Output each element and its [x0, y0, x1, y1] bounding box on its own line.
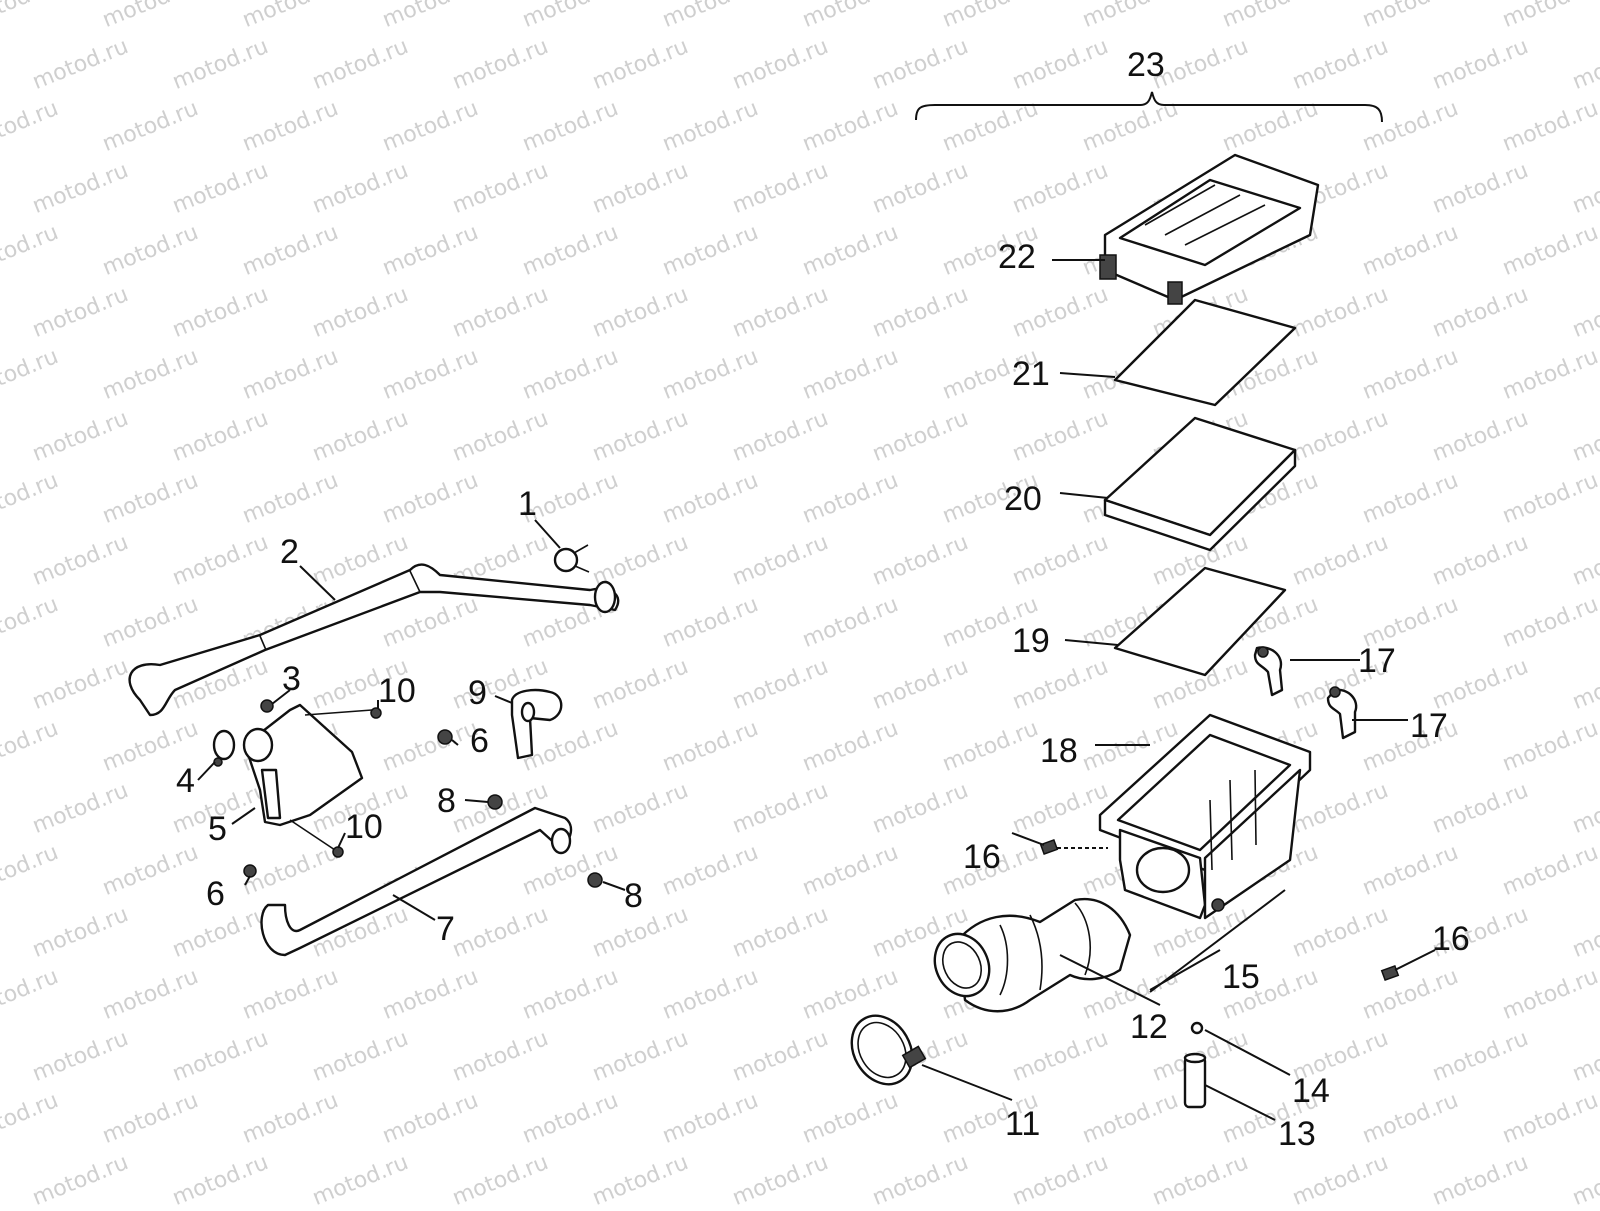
- callout-23: 23: [1127, 46, 1165, 84]
- callout-2: 2: [280, 533, 299, 571]
- part-13-drain-tube: [1183, 1052, 1207, 1109]
- part-11-hose-clamp: [850, 1014, 927, 1086]
- callout-10a: 10: [378, 672, 416, 710]
- part-20-filter-element: [1103, 416, 1297, 552]
- leader-lines-right: [921, 259, 1436, 1121]
- callout-12: 12: [1130, 1008, 1168, 1046]
- callout-6a: 6: [470, 722, 489, 760]
- callout-14: 14: [1292, 1072, 1330, 1110]
- callout-5: 5: [208, 810, 227, 848]
- callout-labels: 1 2 3 4 5 6 6 6 7 8 8 9 10 10 11 12 13 1…: [176, 46, 1470, 1153]
- callout-17a: 17: [1358, 642, 1396, 680]
- callout-4: 4: [176, 762, 195, 800]
- part-3-nut: [260, 699, 274, 713]
- part-5-bracket: [242, 703, 364, 827]
- callout-8b: 8: [624, 877, 643, 915]
- callout-9: 9: [468, 674, 487, 712]
- part-18-air-box: [1098, 713, 1312, 920]
- part-7-hose: [260, 806, 573, 957]
- part-9-hose: [510, 688, 563, 760]
- part-8-clamp-upper: [487, 794, 503, 810]
- callout-1: 1: [518, 485, 537, 523]
- part-4-clamp: [212, 729, 236, 767]
- callout-11: 11: [1005, 1105, 1040, 1143]
- part-2-hose: [128, 563, 620, 717]
- part-14-drain-cap: [1190, 1021, 1204, 1035]
- callout-15: 15: [1222, 958, 1260, 996]
- part-12-intake-duct: [933, 897, 1132, 1013]
- assembly-23-brace: [915, 91, 1383, 123]
- part-21-filter-sheet: [1113, 298, 1297, 407]
- callout-16b: 16: [1432, 920, 1470, 958]
- part-22-cover: [1099, 153, 1320, 305]
- callout-22: 22: [998, 238, 1036, 276]
- callout-18: 18: [1040, 732, 1078, 770]
- callout-6b: 6: [206, 875, 225, 913]
- part-6-clamp-lower: [243, 864, 257, 878]
- callout-16a: 16: [963, 838, 1001, 876]
- callout-13: 13: [1278, 1115, 1316, 1153]
- callout-17b: 17: [1410, 707, 1448, 745]
- part-6-clamp-upper: [437, 729, 453, 745]
- callout-3: 3: [282, 660, 301, 698]
- callout-10b: 10: [345, 808, 383, 846]
- leader-lines-left: [197, 519, 626, 921]
- part-1-clamp: [553, 544, 590, 573]
- part-17-clips: [1253, 646, 1358, 740]
- part-8-clamp-lower: [587, 872, 603, 888]
- callout-7: 7: [436, 910, 455, 948]
- callout-19: 19: [1012, 622, 1050, 660]
- callout-21: 21: [1012, 355, 1050, 393]
- part-19-filter-sheet: [1113, 566, 1287, 677]
- callout-20: 20: [1004, 480, 1042, 518]
- part-10-bolts: [289, 707, 382, 858]
- callout-8a: 8: [437, 782, 456, 820]
- part-16-screws: [1039, 838, 1400, 982]
